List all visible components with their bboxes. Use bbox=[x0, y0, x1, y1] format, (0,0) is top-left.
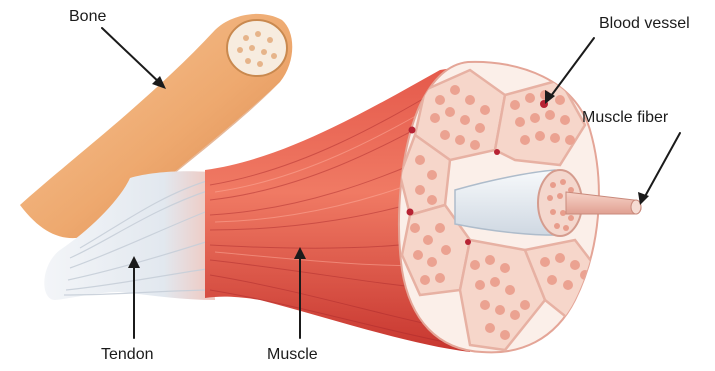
tendon-label: Tendon bbox=[101, 346, 154, 364]
muscle-fiber-label: Muscle fiber bbox=[582, 109, 668, 127]
bone-label: Bone bbox=[69, 8, 106, 26]
blood-vessel-label: Blood vessel bbox=[599, 15, 690, 33]
bone-arrow bbox=[102, 28, 162, 85]
blood-vessel-arrow bbox=[548, 38, 594, 100]
muscle-fiber-shape bbox=[566, 192, 641, 214]
muscle-label: Muscle bbox=[267, 346, 318, 364]
muscle-fiber-arrow bbox=[643, 133, 680, 200]
